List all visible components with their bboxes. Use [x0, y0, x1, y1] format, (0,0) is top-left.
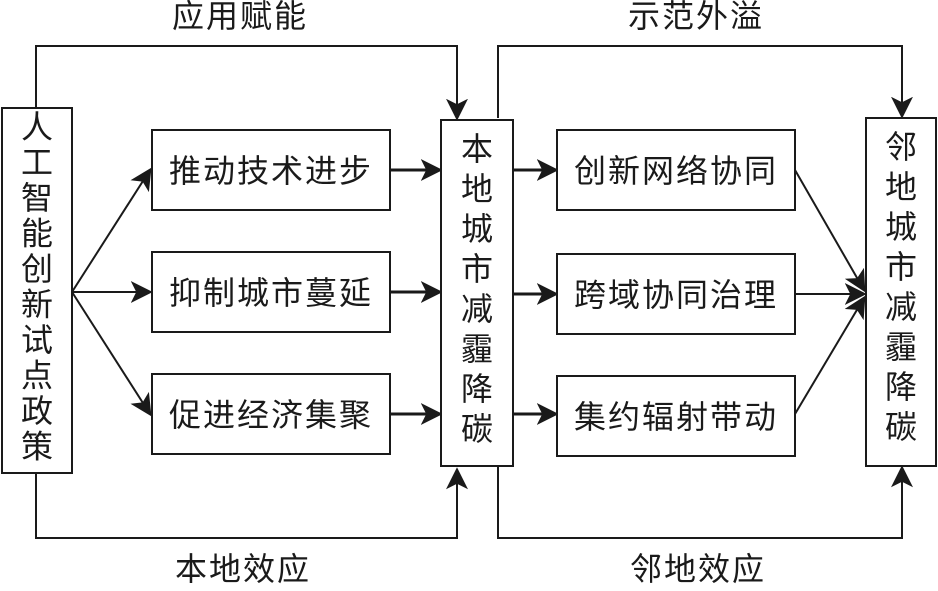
vertical-char: 试: [21, 321, 53, 359]
vertical-char: 新: [21, 286, 53, 324]
vertical-char: 点: [21, 357, 53, 395]
vertical-char: 霾: [885, 328, 917, 366]
node-radiation-box: [556, 375, 796, 457]
node-policy-label: 人工智能创新试点政策: [21, 108, 53, 466]
vertical-char: 智: [21, 179, 53, 217]
vertical-char: 减: [461, 290, 493, 328]
vertical-char: 能: [21, 215, 53, 253]
node-innovation-network-label: 创新网络协同: [574, 152, 778, 190]
vertical-char: 本: [461, 130, 493, 168]
vertical-char: 降: [461, 370, 493, 408]
vertical-char: 创: [21, 250, 53, 288]
node-local-reduction-box: [440, 119, 514, 467]
edge-label-local-effect: 本地效应: [175, 550, 311, 588]
edge-policy-to-agglomeration: [71, 291, 152, 417]
node-radiation-label: 集约辐射带动: [574, 398, 778, 436]
node-agglomeration-label: 促进经济集聚: [169, 396, 373, 434]
node-curb-sprawl-label: 抑制城市蔓延: [169, 274, 373, 312]
edge-network-to-neighbor: [794, 169, 866, 293]
edge-application-empower: [35, 45, 468, 121]
node-innovation-network-box: [556, 129, 796, 211]
node-cross-region-label: 跨域协同治理: [574, 276, 778, 314]
node-local-reduction-label: 本地城市减霾降碳: [461, 130, 493, 448]
vertical-char: 降: [885, 368, 917, 406]
vertical-char: 霾: [461, 330, 493, 368]
vertical-char: 地: [461, 170, 493, 208]
edge-label-demonstration-spillover: 示范外溢: [628, 0, 764, 35]
vertical-char: 减: [885, 288, 917, 326]
vertical-char: 邻: [885, 128, 917, 166]
edge-label-neighbor-effect: 邻地效应: [630, 550, 766, 588]
vertical-char: 工: [21, 144, 53, 182]
node-neighbor-reduction-box: [865, 117, 937, 467]
vertical-char: 城: [885, 208, 917, 246]
vertical-char: 人: [21, 108, 53, 146]
vertical-char: 城: [461, 210, 493, 248]
vertical-char: 碳: [461, 410, 493, 448]
edge-local-effect: [35, 467, 468, 539]
edge-demonstration-spillover: [497, 45, 913, 119]
node-curb-sprawl-box: [151, 251, 391, 333]
vertical-char: 政: [21, 392, 53, 430]
vertical-char: 市: [461, 250, 493, 288]
vertical-char: 策: [21, 428, 53, 466]
node-policy-box: [1, 107, 73, 474]
node-cross-region-box: [556, 253, 796, 335]
node-tech-progress-label: 推动技术进步: [169, 152, 373, 190]
vertical-char: 地: [885, 168, 917, 206]
edge-radiation-to-neighbor: [794, 295, 866, 415]
vertical-char: 碳: [885, 408, 917, 446]
node-neighbor-reduction-label: 邻地城市减霾降碳: [885, 128, 917, 446]
node-tech-progress-box: [151, 129, 391, 211]
node-agglomeration-box: [151, 373, 391, 455]
edge-label-application-empower: 应用赋能: [172, 0, 308, 35]
edge-policy-to-tech: [71, 167, 152, 293]
vertical-char: 市: [885, 248, 917, 286]
edge-neighbor-effect: [497, 465, 913, 539]
